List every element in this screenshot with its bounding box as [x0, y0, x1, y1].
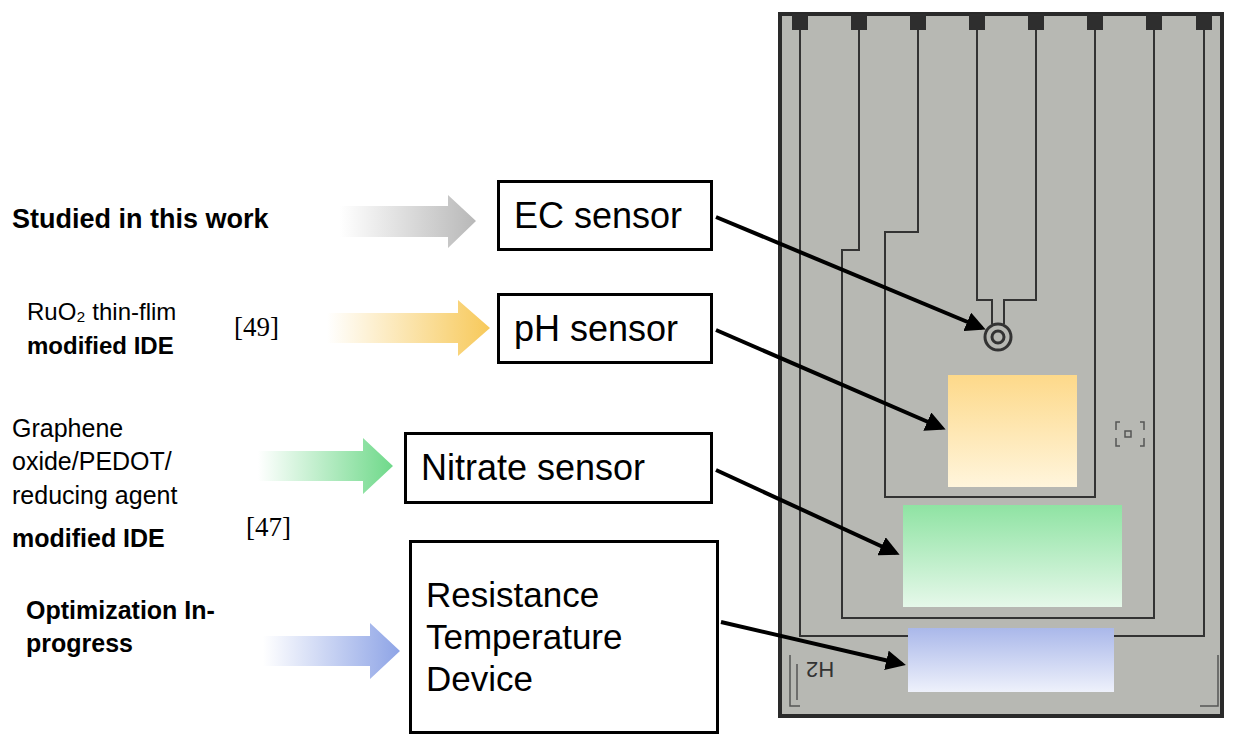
sensor-box: Nitrate sensor	[404, 432, 713, 504]
device-box: Resistance Temperature Device	[409, 540, 719, 734]
nitrate-region	[903, 505, 1122, 607]
chip-marking: H2	[806, 658, 834, 680]
reference-number: [49]	[234, 310, 279, 346]
chip-photo	[780, 14, 1222, 716]
sensor-box: pH sensor	[497, 293, 713, 364]
box-text: Resistance Temperature Device	[426, 574, 696, 700]
method-text: Graphene oxide/PEDOT/ reducing agent	[12, 412, 248, 512]
block-arrow	[263, 623, 400, 679]
ec-electrode	[985, 324, 1011, 350]
rtd-region	[908, 628, 1114, 692]
note-text: Studied in this work	[12, 202, 269, 238]
block-arrow	[258, 438, 393, 494]
sensor-box: EC sensor	[497, 180, 713, 251]
note-text: Optimization In-progress	[26, 594, 231, 661]
method-text: modified IDE	[27, 330, 174, 362]
method-text: RuO₂ thin-flim	[27, 296, 176, 328]
reference-number: [47]	[246, 510, 291, 546]
chip-pads	[792, 14, 1212, 30]
leader-arrow	[716, 217, 982, 664]
method-text: modified IDE	[12, 522, 165, 555]
ph-region	[948, 375, 1077, 487]
box-text: Nitrate sensor	[421, 446, 645, 489]
fiducial-mark	[1116, 422, 1144, 446]
block-arrow	[340, 195, 476, 248]
box-text: EC sensor	[514, 194, 682, 237]
block-arrow	[327, 300, 490, 356]
corner-marks	[790, 655, 1218, 706]
box-text: pH sensor	[514, 307, 678, 350]
chip-traces	[800, 30, 1204, 636]
